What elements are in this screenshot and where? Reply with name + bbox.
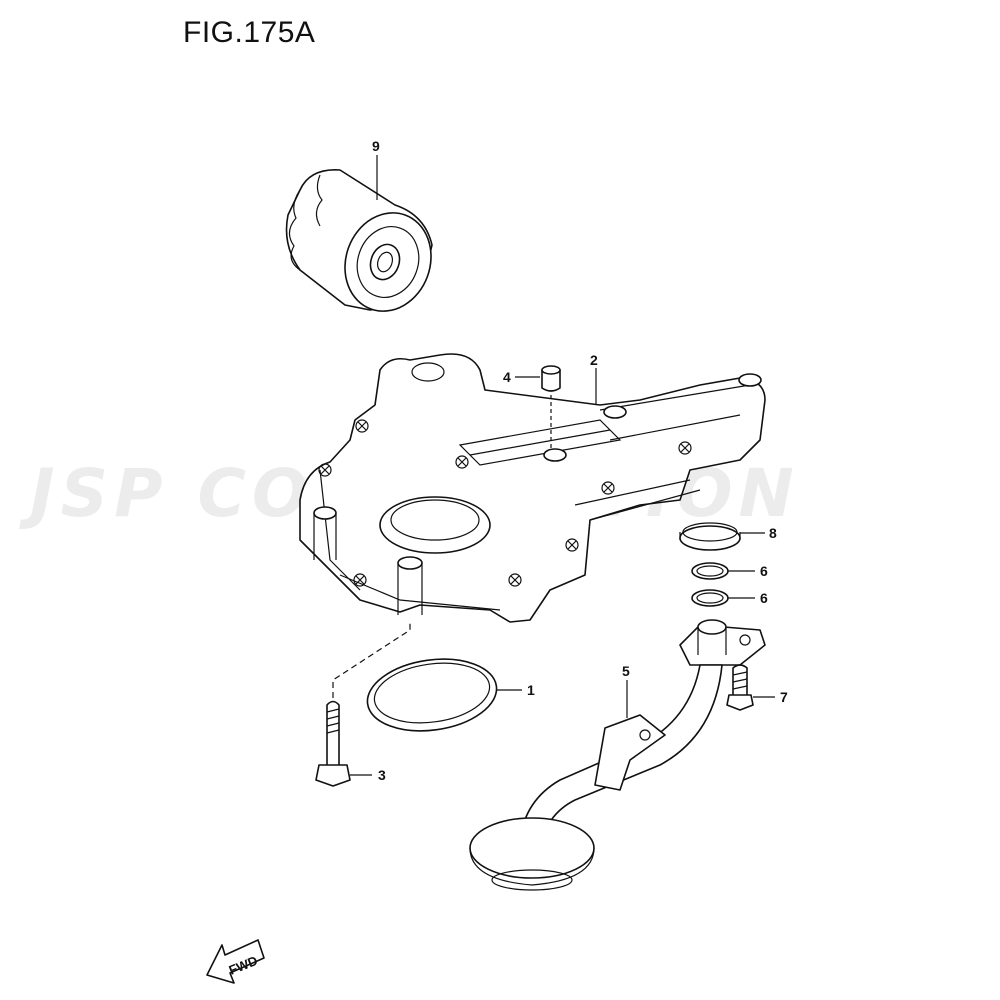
callout-3: 3 [378, 767, 386, 783]
o-ring-upper-part [691, 562, 729, 580]
gasket-ring-part [366, 658, 498, 732]
oil-filter-part [285, 169, 433, 312]
strainer-bolt-part [726, 664, 754, 711]
callout-4: 4 [503, 369, 511, 385]
callout-1: 1 [527, 682, 535, 698]
callout-labels: 9 4 2 8 6 6 1 5 7 3 [372, 138, 788, 783]
oil-pump-body-part [299, 353, 766, 623]
callout-2: 2 [590, 352, 598, 368]
callout-6b: 6 [760, 590, 768, 606]
callout-5: 5 [622, 663, 630, 679]
o-ring-lower-part [691, 589, 729, 607]
pump-bolt-part [315, 700, 351, 787]
seal-ring-part [679, 522, 741, 551]
callout-8: 8 [769, 525, 777, 541]
oil-strainer-part [469, 619, 766, 891]
callout-7: 7 [780, 689, 788, 705]
callout-6a: 6 [760, 563, 768, 579]
callout-9: 9 [372, 138, 380, 154]
figure-title: FIG.175A [183, 16, 316, 49]
leader-lines [332, 155, 775, 776]
fwd-arrow-icon: FWD [206, 939, 265, 984]
dowel-pin-part [541, 365, 561, 450]
